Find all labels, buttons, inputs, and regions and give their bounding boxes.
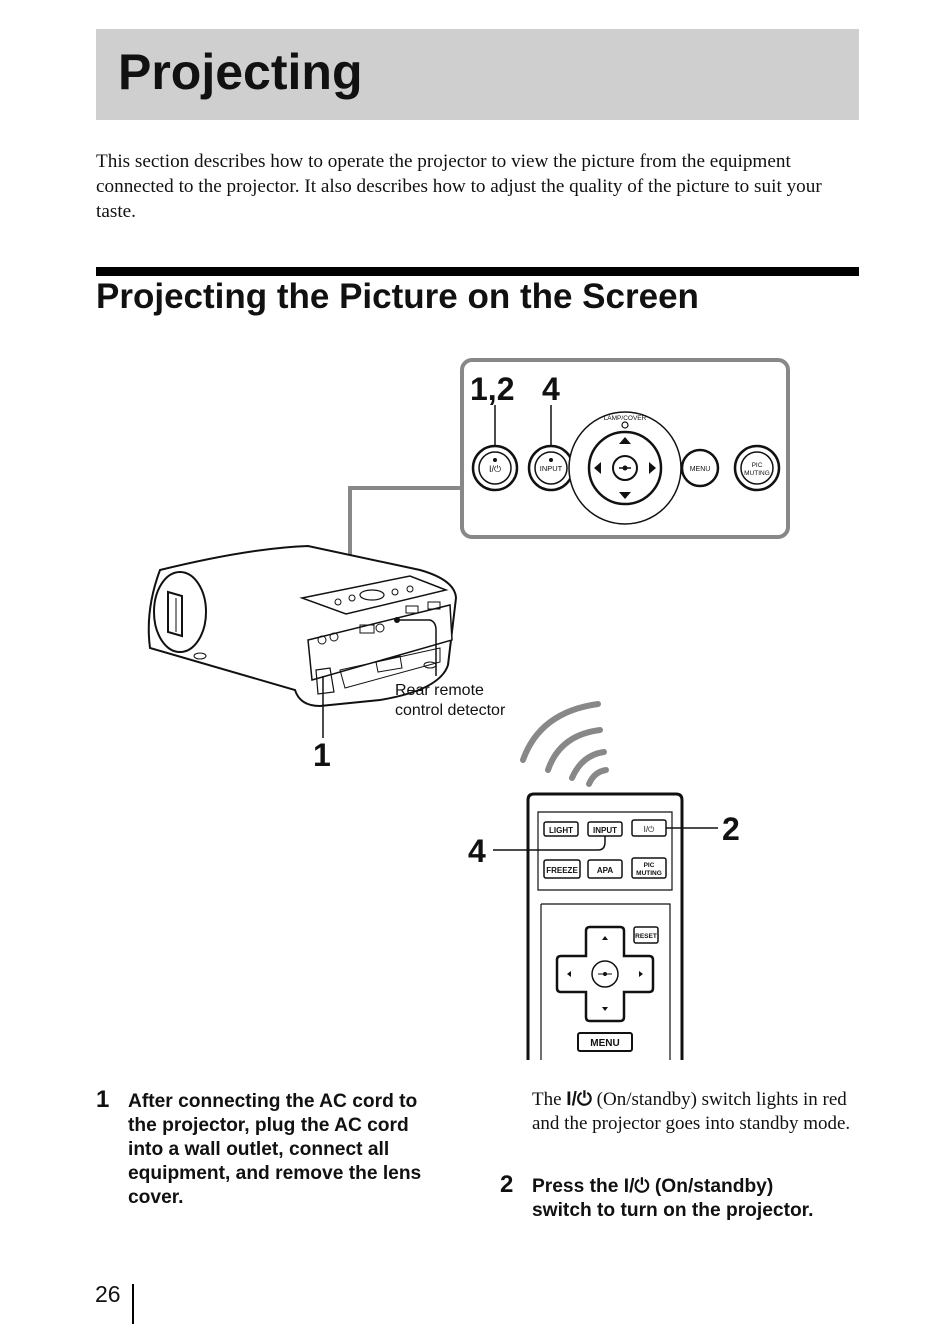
svg-text:APA: APA	[597, 866, 614, 875]
signal-waves	[520, 701, 609, 787]
svg-text:I/⏻: I/⏻	[489, 464, 501, 474]
svg-text:I/⏻: I/⏻	[644, 825, 655, 834]
step-text: After connecting the AC cord to the proj…	[128, 1090, 468, 1210]
step-line: the projector, plug the AC cord	[128, 1115, 409, 1136]
remote-reset-button: RESET	[633, 926, 659, 944]
step-text: Press the I/⏻ (On/standby) switch to tur…	[532, 1175, 872, 1223]
step-line: switch to turn on the projector.	[532, 1200, 814, 1221]
power-symbol: I/⏻	[566, 1089, 592, 1110]
callout-2: 2	[722, 811, 740, 847]
intro-paragraph: This section describes how to operate th…	[96, 151, 822, 222]
standby-note: The I/⏻ (On/standby) switch lights in re…	[532, 1089, 851, 1134]
remote-power-button: I/⏻	[631, 819, 667, 837]
step-number: 2	[500, 1171, 514, 1198]
step-number: 1	[96, 1086, 110, 1113]
remote-direction-pad	[555, 925, 655, 1023]
svg-text:RESET: RESET	[635, 933, 657, 940]
panel-menu-button: MENU	[680, 448, 720, 488]
panel-direction-pad: LAMP/COVER	[568, 411, 682, 525]
remote-menu-button: MENU	[577, 1032, 633, 1052]
step-line: equipment, and remove the lens	[128, 1163, 422, 1184]
svg-text:MUTING: MUTING	[744, 470, 770, 477]
callout-top-12: 1,2	[470, 371, 514, 407]
page-number: 26	[95, 1281, 121, 1307]
svg-text:MENU: MENU	[590, 1038, 619, 1049]
detector-label-line1: Rear remote	[395, 682, 484, 699]
svg-text:INPUT: INPUT	[540, 464, 563, 473]
panel-power-button: I/⏻	[471, 444, 519, 492]
callout-1: 1	[313, 737, 331, 773]
step-line: cover.	[128, 1187, 184, 1208]
svg-text:FREEZE: FREEZE	[546, 866, 578, 875]
section-heading: Projecting the Picture on the Screen	[96, 277, 699, 316]
svg-text:LIGHT: LIGHT	[549, 826, 573, 835]
page-title: Projecting	[118, 44, 363, 100]
page-number-bar	[132, 1284, 134, 1324]
svg-text:MUTING: MUTING	[636, 870, 662, 877]
callout-top-4: 4	[542, 371, 560, 407]
detector-label-line2: control detector	[395, 702, 506, 719]
projector-body	[147, 544, 458, 708]
callout-4: 4	[468, 833, 486, 869]
svg-text:PIC: PIC	[752, 462, 763, 469]
panel-input-button: INPUT	[527, 444, 575, 492]
svg-text:INPUT: INPUT	[593, 826, 617, 835]
remote-pic-muting-button: PIC MUTING	[631, 857, 667, 879]
step-line: After connecting the AC cord to	[128, 1091, 418, 1112]
section-rule	[96, 267, 859, 276]
remote-control: LIGHT INPUT I/⏻ FREEZE APA PIC MUTING	[526, 792, 684, 1060]
power-symbol: I/⏻	[623, 1176, 650, 1197]
remote-light-button: LIGHT	[543, 821, 579, 837]
svg-text:MENU: MENU	[690, 466, 711, 473]
remote-freeze-button: FREEZE	[543, 859, 581, 879]
panel-pic-muting-button: PIC MUTING	[733, 444, 781, 492]
remote-apa-button: APA	[587, 859, 623, 879]
svg-text:LAMP/COVER: LAMP/COVER	[604, 415, 647, 422]
remote-input-button: INPUT	[587, 821, 623, 837]
title-band: Projecting	[96, 29, 859, 120]
svg-text:PIC: PIC	[644, 862, 655, 869]
step-line: into a wall outlet, connect all	[128, 1139, 390, 1160]
